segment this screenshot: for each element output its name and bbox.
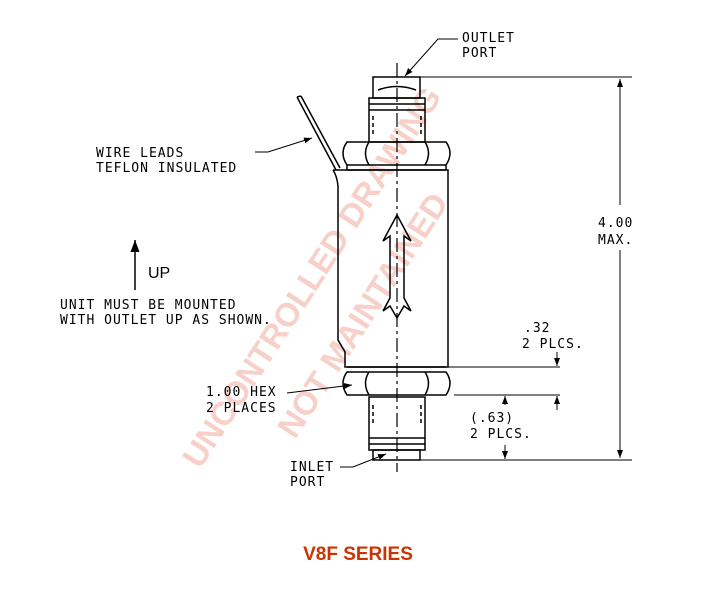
wire-leads-label: WIRE LEADS	[96, 146, 184, 161]
labels: OUTLET PORT WIRE LEADS TEFLON INSULATED …	[60, 31, 633, 490]
overall-dimension: 4.00	[598, 216, 633, 231]
outlet-port-label: OUTLET	[462, 31, 515, 46]
dimension-063-2: 2 PLCS.	[470, 427, 532, 442]
dimension-032-2: 2 PLCS.	[522, 337, 584, 352]
inlet-port-label: INLET	[290, 460, 334, 475]
flow-arrow	[382, 213, 412, 320]
hex-note: 1.00 HEX	[206, 385, 277, 400]
up-label: UP	[148, 265, 170, 282]
dimension-032: .32	[524, 321, 550, 336]
series-title: V8F SERIES	[303, 544, 413, 565]
wire-leads-label-2: TEFLON INSULATED	[96, 161, 237, 176]
lower-hex	[342, 371, 451, 396]
overall-dimension-2: MAX.	[598, 233, 633, 248]
dimension-lines	[255, 38, 632, 468]
hex-note-2: 2 PLACES	[206, 401, 277, 416]
dimension-063: (.63)	[470, 411, 514, 426]
valve-outline	[130, 63, 451, 472]
mounting-note: UNIT MUST BE MOUNTED	[60, 298, 237, 313]
wire-leads	[296, 95, 341, 171]
mounting-note-2: WITH OUTLET UP AS SHOWN.	[60, 313, 272, 328]
outlet-port-label-2: PORT	[462, 46, 497, 61]
inlet-port-label-2: PORT	[290, 475, 325, 490]
